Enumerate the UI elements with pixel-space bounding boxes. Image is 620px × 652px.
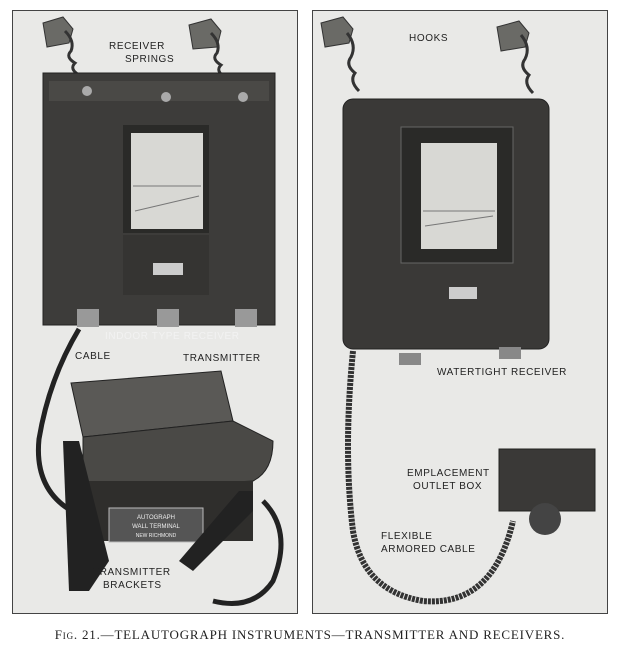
indoor-receiver (42, 72, 276, 327)
spring-hook-right (188, 18, 226, 79)
label-receiver-springs-1: RECEIVER (109, 41, 165, 52)
label-transmitter: TRANSMITTER (183, 353, 261, 364)
hook-left (320, 16, 361, 93)
cable (35, 327, 90, 522)
label-watertight-receiver: WATERTIGHT RECEIVER (437, 367, 567, 378)
label-outlet-box-1: EMPLACEMENT (407, 468, 490, 479)
nameplate-line-2: WALL TERMINAL (132, 524, 180, 530)
indoor-receiver-and-transmitter-illustration: AUTOGRAPH WALL TERMINAL NEW RICHMOND (35, 16, 284, 606)
left-photo-panel: AUTOGRAPH WALL TERMINAL NEW RICHMOND REC… (12, 10, 298, 614)
figure-caption: Fig. 21.—TELAUTOGRAPH INSTRUMENTS—TRANSM… (0, 627, 620, 643)
nameplate-line-3: NEW RICHMOND (136, 533, 177, 539)
emplacement-outlet-box (498, 448, 596, 535)
label-brackets-2: BRACKETS (103, 580, 162, 591)
label-armored-cable-2: ARMORED CABLE (381, 544, 476, 555)
label-brackets-1: TRANSMITTER (93, 567, 171, 578)
label-armored-cable-1: FLEXIBLE (381, 531, 433, 542)
label-hooks: HOOKS (409, 33, 449, 44)
watertight-receiver-illustration (320, 16, 596, 605)
transmitter-brackets (63, 441, 253, 591)
transmitter-cable (212, 499, 284, 606)
nameplate-line-1: AUTOGRAPH (137, 515, 175, 521)
spring-hook-left (42, 16, 80, 77)
right-photo-panel: HOOKS WATERTIGHT RECEIVER EMPLACEMENT OU… (312, 10, 608, 614)
figure-number: Fig. 21. (54, 627, 101, 642)
flexible-armored-cable (345, 350, 516, 605)
watertight-receiver (342, 98, 550, 365)
label-cable: CABLE (75, 351, 111, 362)
figure-caption-text: —TELAUTOGRAPH INSTRUMENTS—TRANSMITTER AN… (100, 627, 566, 642)
label-outlet-box-2: OUTLET BOX (413, 481, 483, 492)
label-indoor-receiver: INDOOR TYPE RECEIVER (105, 331, 240, 342)
hook-right (496, 20, 535, 95)
label-receiver-springs-2: SPRINGS (125, 54, 175, 65)
